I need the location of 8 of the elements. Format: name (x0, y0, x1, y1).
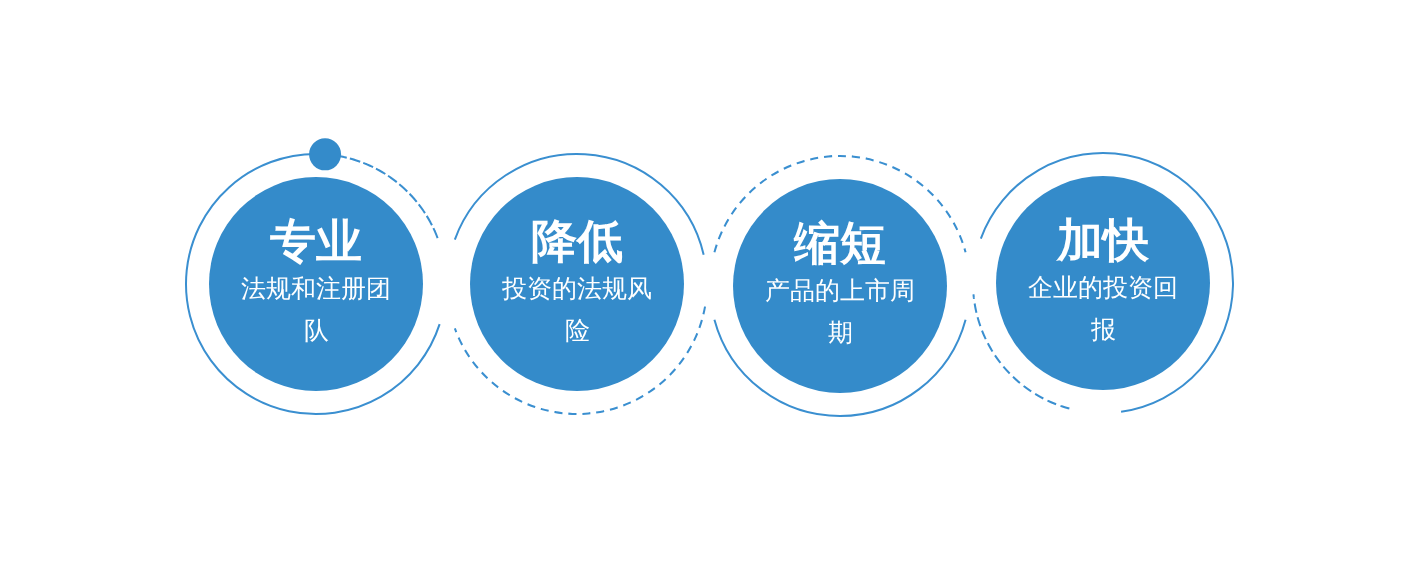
circle-description: 企业的投资回报 (1028, 271, 1178, 347)
circle-heading: 专业 (270, 215, 362, 268)
circle-heading: 降低 (531, 215, 623, 268)
circle-description: 投资的法规风险 (502, 272, 652, 348)
circle-heading: 加快 (1057, 214, 1149, 267)
circle-heading: 缩短 (794, 217, 886, 270)
circle-description: 法规和注册团队 (241, 272, 391, 348)
circle-description: 产品的上市周期 (765, 274, 915, 350)
